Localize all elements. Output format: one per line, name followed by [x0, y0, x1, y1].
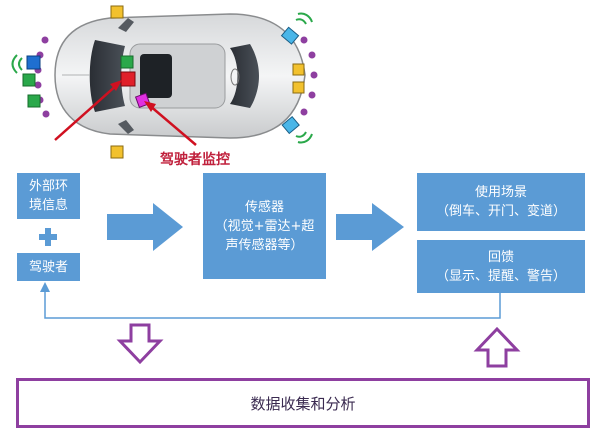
arrow-right-to-sensor [107, 203, 183, 251]
feedback-box: 回馈 （显示、提醒、警告） [417, 240, 585, 293]
feedback-loop-line [44, 290, 501, 319]
up-arrow-from-data [473, 326, 521, 368]
yellow-sensor-right-top [292, 63, 305, 76]
radar-sensor-right-bottom [281, 115, 313, 144]
down-arrow-to-data [116, 323, 164, 365]
radar-sensor-right-top [280, 12, 313, 45]
usage-scenario-box: 使用场景 （倒车、开门、变道） [417, 173, 585, 231]
plus-icon [39, 228, 57, 246]
sensor-box-line-2: （视觉+雷达+超 [214, 218, 315, 234]
driver-box: 驾驶者 [17, 253, 80, 281]
external-box-line-1: 外部环 [28, 179, 68, 194]
feedback-box-line-1: 回馈 [487, 249, 514, 265]
driver-monitoring-label: 驾驶者监控 [160, 152, 230, 168]
sensor-box-line-3: 声传感器等） [225, 237, 304, 253]
driver-box-label: 驾驶者 [28, 259, 68, 275]
yellow-sensor-right-bottom [292, 81, 305, 94]
interior-sensor-red [120, 71, 136, 87]
car-illustration [11, 5, 318, 159]
data-box-label: 数据收集和分析 [250, 394, 356, 413]
sensor-box: 传感器 （视觉+雷达+超 声传感器等） [203, 173, 326, 279]
monitor-pointer-arrows [54, 80, 197, 146]
yellow-sensor-top [110, 5, 124, 19]
interior-sensor-green [120, 55, 134, 69]
arrow-right-to-scenario [336, 203, 404, 251]
scenario-box-line-1: 使用场景 [474, 185, 527, 200]
yellow-sensor-bottom [110, 145, 124, 159]
feedback-box-line-2: （显示、提醒、警告） [435, 268, 566, 284]
feedback-loop-arrowhead [40, 282, 50, 292]
scenario-box-line-2: （倒车、开门、变道） [435, 204, 566, 219]
sensor-box-line-1: 传感器 [244, 199, 284, 215]
camera-sensor-left-bottom [27, 94, 41, 108]
radar-sensor-left [11, 54, 41, 74]
camera-sensor-left-top [22, 73, 36, 87]
external-environment-box: 外部环 境信息 [17, 173, 80, 219]
external-box-line-2: 境信息 [28, 198, 68, 213]
data-collection-analysis-box: 数据收集和分析 [16, 378, 590, 428]
car-body [54, 13, 306, 139]
